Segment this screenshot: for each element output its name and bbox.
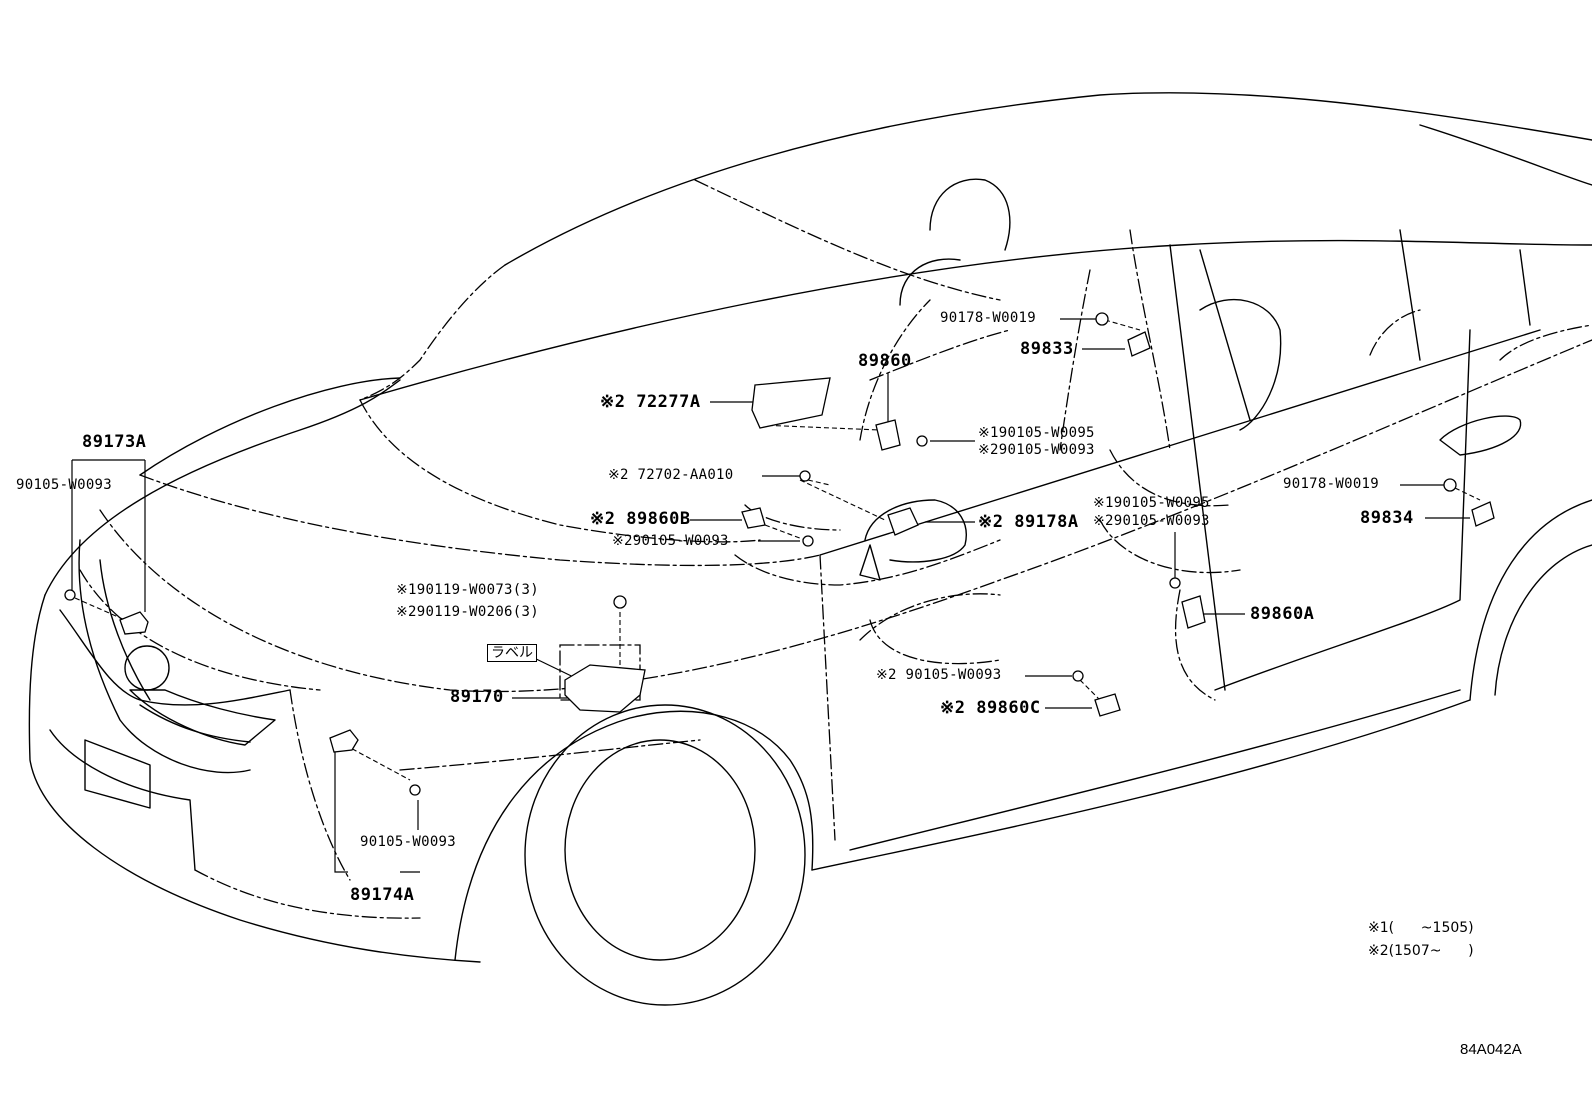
sensor-89834 [1471, 501, 1495, 527]
legend-mark-2: ※2 [1368, 943, 1389, 959]
label-89860A: 89860A [1250, 604, 1315, 624]
bolt-door [1169, 577, 1181, 589]
nut-right [1443, 478, 1457, 492]
label-90119-2: ※290119-W0206(3) [396, 604, 539, 620]
sensor-89178A [887, 507, 919, 536]
parts [64, 312, 1495, 796]
label-89174A: 89174A [350, 885, 415, 905]
bolt-bottom [409, 784, 421, 796]
label-72702: ※2 72702-AA010 [608, 467, 734, 483]
sensor-89860A [1181, 595, 1206, 629]
bolt-sill [1072, 670, 1084, 682]
car-hidden-lines [79, 179, 1592, 919]
label-90105-mid: ※290105-W0093 [612, 533, 729, 549]
label-90119-1: ※190119-W0073(3) [396, 582, 539, 598]
label-89833: 89833 [1020, 339, 1074, 359]
ecu-screw [613, 595, 627, 609]
front-sensor-89173A [119, 611, 149, 635]
legend-row-1: ※1( ~1505) [1368, 921, 1474, 935]
label-89173A: 89173A [82, 432, 147, 452]
diagram-code: 84A042A [1460, 1041, 1522, 1058]
label-90105-left: 90105-W0093 [16, 477, 113, 493]
sensor-89860B [741, 507, 766, 529]
legend-text-2: (1507~ ) [1388, 943, 1474, 959]
bolt-seat [916, 435, 928, 447]
label-90105-seat2: ※290105-W0093 [978, 442, 1095, 458]
sensor-89860C [1094, 693, 1121, 717]
airbag-ecu-89170 [564, 664, 646, 713]
label-89178A: ※2 89178A [978, 512, 1079, 532]
label-90105-seat1: ※190105-W0095 [978, 425, 1095, 441]
legend-mark-1: ※1 [1368, 920, 1389, 936]
bolt-left [64, 589, 76, 601]
bracket-72277A [751, 377, 831, 429]
bolt-72702 [799, 470, 811, 482]
label-90105-door2: ※290105-W0093 [1093, 513, 1210, 529]
label-tag: ラベル [487, 644, 537, 662]
sensor-89833 [1127, 331, 1151, 357]
nut-top [1095, 312, 1109, 326]
label-90178-right: 90178-W0019 [1283, 476, 1380, 492]
legend-text-1: ( ~1505) [1388, 920, 1474, 936]
label-89860B: ※2 89860B [590, 509, 691, 529]
car-body [28, 92, 1592, 1006]
bolt-mid [802, 535, 814, 547]
label-90178-top: 90178-W0019 [940, 310, 1037, 326]
sensor-89860 [875, 419, 901, 451]
label-89860: 89860 [858, 351, 912, 371]
label-89170: 89170 [450, 687, 504, 707]
label-90105-sill: ※2 90105-W0093 [876, 667, 1002, 683]
label-72277A: ※2 72277A [600, 392, 701, 412]
label-89834: 89834 [1360, 508, 1414, 528]
legend-row-2: ※2(1507~ ) [1368, 944, 1474, 958]
front-sensor-89174A [329, 729, 359, 753]
label-90105-door1: ※190105-W0095 [1093, 495, 1210, 511]
label-90105-bottom: 90105-W0093 [360, 834, 457, 850]
label-89860C: ※2 89860C [940, 698, 1041, 718]
leader-lines [71, 318, 1481, 873]
